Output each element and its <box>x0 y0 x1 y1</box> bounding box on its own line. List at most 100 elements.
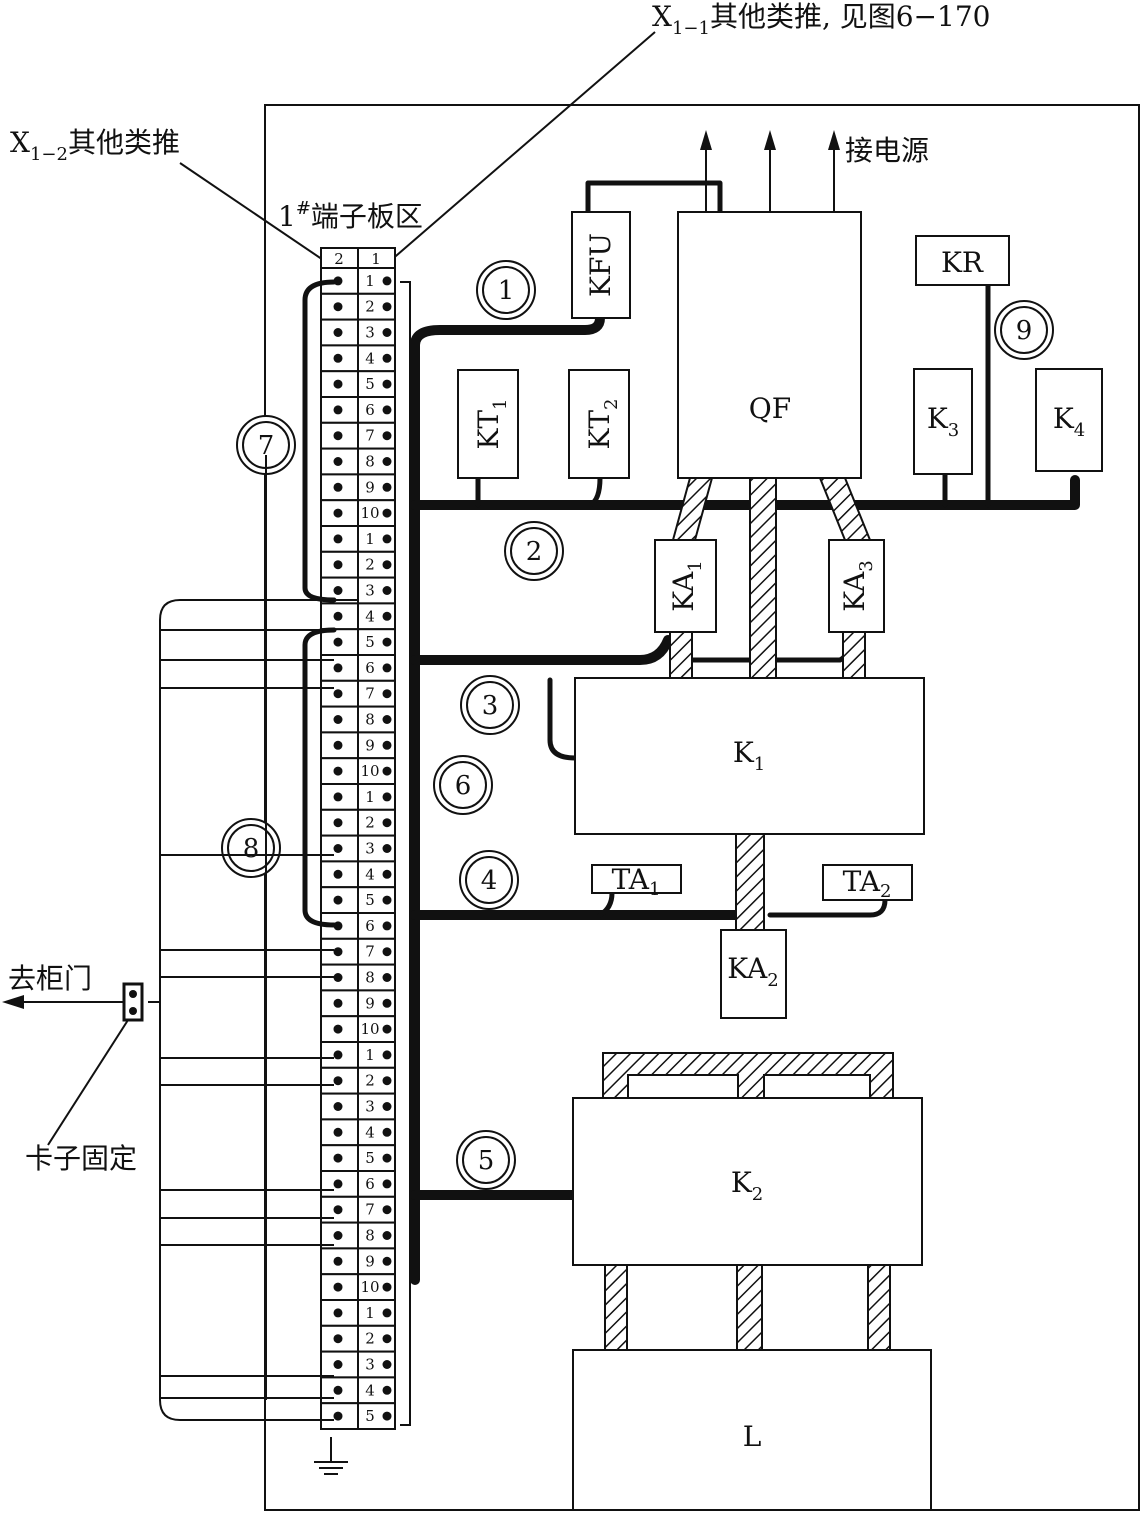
terminal-dot <box>333 1360 343 1369</box>
terminal-number: 2 <box>365 1330 375 1348</box>
terminal-number: 5 <box>365 633 375 651</box>
terminal-row: 5 <box>320 1402 396 1430</box>
terminal-number: 6 <box>365 1175 375 1193</box>
terminal-row: 9 <box>320 473 396 502</box>
svg-text:KR: KR <box>941 246 984 279</box>
terminal-dot <box>382 998 392 1008</box>
terminal-dot <box>382 1127 392 1137</box>
terminal-number: 2 <box>365 556 375 574</box>
terminal-row: 4 <box>320 1376 396 1405</box>
terminal-number: 9 <box>365 994 375 1012</box>
svg-text:K4: K4 <box>1053 402 1085 441</box>
terminal-number: 5 <box>365 1407 375 1425</box>
terminal-row: 2 <box>320 1324 396 1353</box>
terminal-dot <box>382 560 392 570</box>
leader-x1-2 <box>179 162 336 269</box>
ta2-transformer: TA2 <box>822 864 913 902</box>
terminal-dot <box>333 973 343 982</box>
terminal-dot <box>382 740 392 750</box>
terminal-row: 10 <box>320 1273 396 1301</box>
terminal-number: 10 <box>360 762 379 780</box>
clip-label: 卡子固定 <box>25 1142 137 1175</box>
terminal-row: 2 <box>320 550 396 579</box>
terminal-dot <box>382 947 392 957</box>
terminal-row: 2 <box>320 292 396 321</box>
terminal-row: 3 <box>320 1350 396 1379</box>
terminal-dot <box>382 1385 392 1395</box>
terminal-row: 1 <box>320 525 396 553</box>
terminal-dot <box>382 715 392 724</box>
terminal-number: 4 <box>365 865 375 883</box>
terminal-dot <box>382 611 392 621</box>
terminal-dot <box>382 1102 392 1111</box>
terminal-dot <box>333 379 343 389</box>
terminal-dot <box>382 276 392 286</box>
terminal-dot <box>382 508 392 518</box>
terminal-number: 4 <box>365 1123 375 1141</box>
harness-marker-3: 3 <box>460 675 520 735</box>
terminal-dot <box>382 766 392 776</box>
terminal-number: 1 <box>365 788 375 806</box>
l-reactor: L <box>572 1349 932 1511</box>
qf-breaker: QF <box>677 211 862 479</box>
terminal-dot <box>382 921 392 931</box>
terminal-dot <box>333 1205 343 1215</box>
terminal-dot <box>382 637 392 647</box>
terminal-number: 7 <box>365 685 375 703</box>
terminal-dot <box>333 560 343 570</box>
terminal-dot <box>382 1179 392 1189</box>
harness-marker-label: 2 <box>526 537 543 567</box>
svg-text:KT2: KT2 <box>583 398 622 449</box>
terminal-row: 10 <box>320 1015 396 1044</box>
svg-text:KA2: KA2 <box>727 952 778 991</box>
terminal-dot <box>333 740 343 750</box>
terminal-dot <box>382 1256 392 1266</box>
terminal-dot <box>333 1334 343 1344</box>
terminal-row: 3 <box>320 1092 396 1121</box>
terminal-row: 9 <box>320 1247 396 1276</box>
terminal-dot <box>382 1308 392 1318</box>
terminal-dot <box>333 792 343 802</box>
terminal-dot <box>333 869 343 879</box>
terminal-number: 5 <box>365 375 375 393</box>
terminal-dot <box>333 689 343 699</box>
harness-marker-label: 5 <box>478 1146 495 1176</box>
terminal-dot <box>382 689 392 699</box>
terminal-number: 1 <box>365 1304 375 1322</box>
svg-text:X1−2其他类推: X1−2其他类推 <box>10 126 180 165</box>
terminal-row: 7 <box>320 421 396 450</box>
terminal-dot <box>382 1411 392 1421</box>
kr-relay: KR <box>915 235 1010 286</box>
terminal-dot <box>382 895 392 905</box>
harness-marker-label: 8 <box>243 834 260 864</box>
harness-marker-6: 6 <box>433 755 493 815</box>
terminal-row: 4 <box>320 1118 396 1147</box>
terminal-dot <box>333 1102 343 1111</box>
terminal-row: 3 <box>320 318 396 347</box>
door-arrow <box>2 995 125 1009</box>
terminal-row: 7 <box>320 679 396 708</box>
terminal-dot <box>333 482 343 492</box>
terminal-dot <box>382 1334 392 1344</box>
harness-marker-9: 9 <box>994 300 1054 360</box>
svg-text:KA1: KA1 <box>667 560 706 611</box>
terminal-dot <box>333 1308 343 1318</box>
terminal-row: 2 <box>320 1066 396 1095</box>
terminal-number: 2 <box>365 1072 375 1090</box>
terminal-dot <box>382 1076 392 1086</box>
ka3-relay: KA3 <box>828 539 885 633</box>
terminal-row: 4 <box>320 860 396 889</box>
k3-contactor: K3 <box>913 368 973 475</box>
terminal-row: 10 <box>320 757 396 786</box>
terminal-dot <box>333 1256 343 1266</box>
terminal-number: 4 <box>365 1381 375 1399</box>
terminal-row: 8 <box>320 1221 396 1250</box>
terminal-dot <box>382 1231 392 1240</box>
terminal-dot <box>333 586 343 595</box>
svg-text:K1: K1 <box>733 736 765 775</box>
terminal-row: 1 <box>320 1299 396 1327</box>
harness-marker-4: 4 <box>459 850 519 910</box>
terminal-dot <box>382 663 392 673</box>
ka2-relay: KA2 <box>720 929 787 1019</box>
harness-marker-1: 1 <box>476 260 536 320</box>
